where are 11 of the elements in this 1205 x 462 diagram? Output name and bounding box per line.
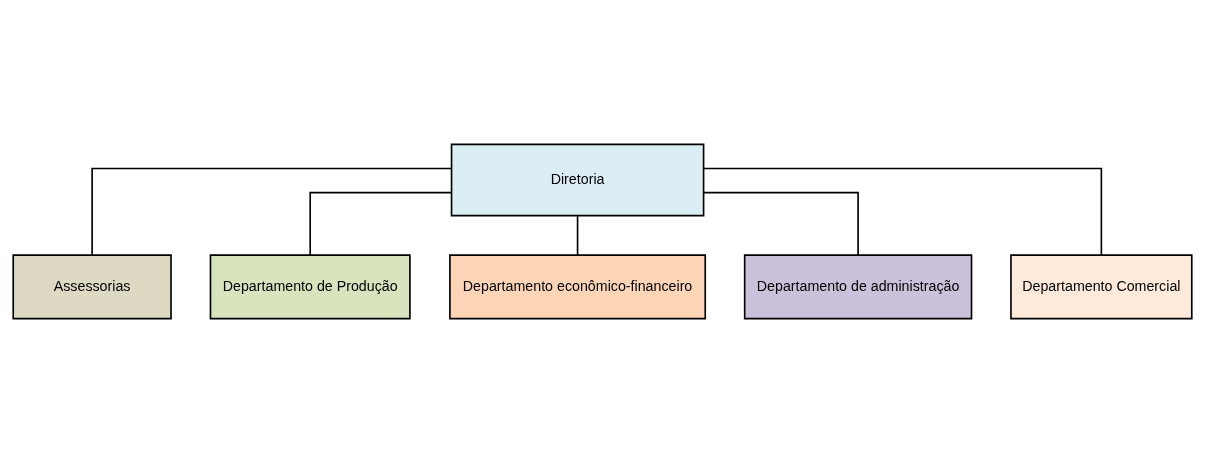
node-box: Departamento de Produção bbox=[209, 253, 411, 319]
node-box: Assessorias bbox=[12, 253, 172, 319]
connector bbox=[703, 191, 859, 256]
node-box: Departamento de administração bbox=[743, 253, 973, 319]
connector bbox=[576, 214, 579, 256]
node-box: Departamento econômico-financeiro bbox=[449, 253, 707, 319]
node-box: Diretoria bbox=[450, 143, 705, 216]
connector bbox=[91, 167, 453, 256]
connector bbox=[702, 167, 1103, 256]
node-box: Departamento Comercial bbox=[1010, 253, 1193, 319]
connector bbox=[309, 191, 453, 256]
